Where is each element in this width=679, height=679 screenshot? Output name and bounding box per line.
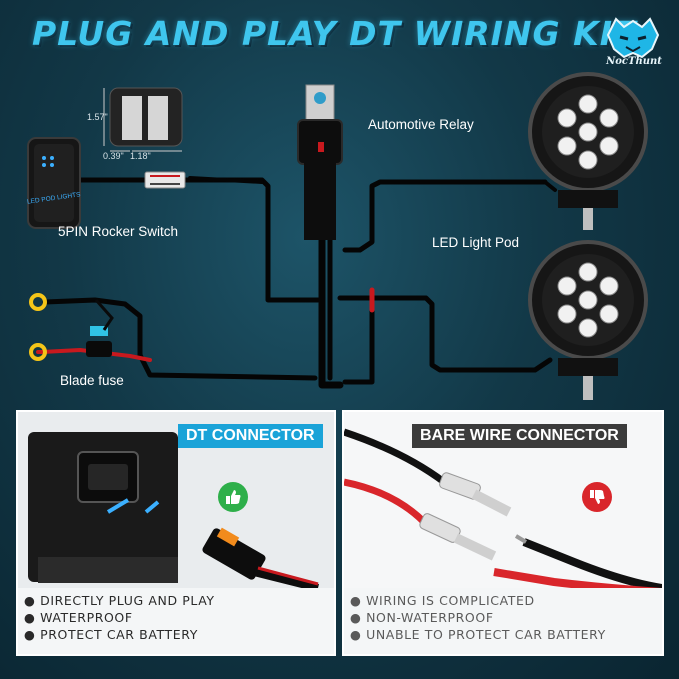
ground-terminal: [29, 293, 47, 311]
dt-benefits-list: ● DIRECTLY PLUG AND PLAY ● WATERPROOF ● …: [24, 592, 215, 643]
list-item: ● UNABLE TO PROTECT CAR BATTERY: [350, 627, 606, 642]
wiring-diagram: LED POD LIGHTS: [27, 72, 648, 400]
dt-panel-title: DT CONNECTOR: [178, 424, 323, 448]
relay-label: Automotive Relay: [368, 117, 474, 132]
bare-panel-title: BARE WIRE CONNECTOR: [412, 424, 627, 448]
fuse-wire: [42, 297, 318, 381]
dimension-height: 1.57": [87, 112, 108, 122]
bare-drawbacks-list: ● WIRING IS COMPLICATED ● NON-WATERPROOF…: [350, 592, 606, 643]
switch-name-label: 5PIN Rocker Switch: [58, 224, 179, 239]
switch-dimension-sketch: [103, 87, 183, 152]
bare-wire-panel: BARE WIRE CONNECTOR ● WIRING IS COMPLICA…: [342, 410, 664, 656]
automotive-relay: [297, 84, 343, 240]
dimension-depth: 1.18": [130, 151, 151, 161]
thumbs-up-icon: [218, 482, 248, 512]
list-item: ● PROTECT CAR BATTERY: [24, 627, 198, 642]
pod-label: LED Light Pod: [432, 235, 520, 250]
panther-logo-icon: [606, 17, 660, 59]
top-light-wire: [342, 179, 548, 253]
fuse-label: Blade fuse: [60, 373, 124, 388]
relay-wire: [318, 231, 344, 389]
list-item: ● NON-WATERPROOF: [350, 610, 494, 625]
blade-fuse-holder: [86, 299, 114, 357]
list-item: ● WIRING IS COMPLICATED: [350, 593, 535, 608]
brand-name: NocThunt: [606, 56, 662, 67]
bottom-light-wire: [337, 295, 553, 373]
list-item: ● DIRECTLY PLUG AND PLAY: [24, 593, 215, 608]
rocker-switch: LED POD LIGHTS: [27, 137, 82, 229]
power-terminal: [29, 343, 47, 361]
thumbs-down-icon: [582, 482, 612, 512]
dt-connector-panel: DT CONNECTOR ● DIRECTLY PLUG AND PLAY ● …: [16, 410, 336, 656]
switch-wire: [77, 177, 321, 303]
led-pod-bottom: [528, 240, 648, 400]
dimension-width: 0.39": [103, 151, 124, 161]
list-item: ● WATERPROOF: [24, 610, 133, 625]
switch-connector: [144, 171, 186, 189]
page-title: PLUG AND PLAY DT WIRING KIT: [32, 14, 637, 53]
led-pod-top: [528, 72, 648, 230]
